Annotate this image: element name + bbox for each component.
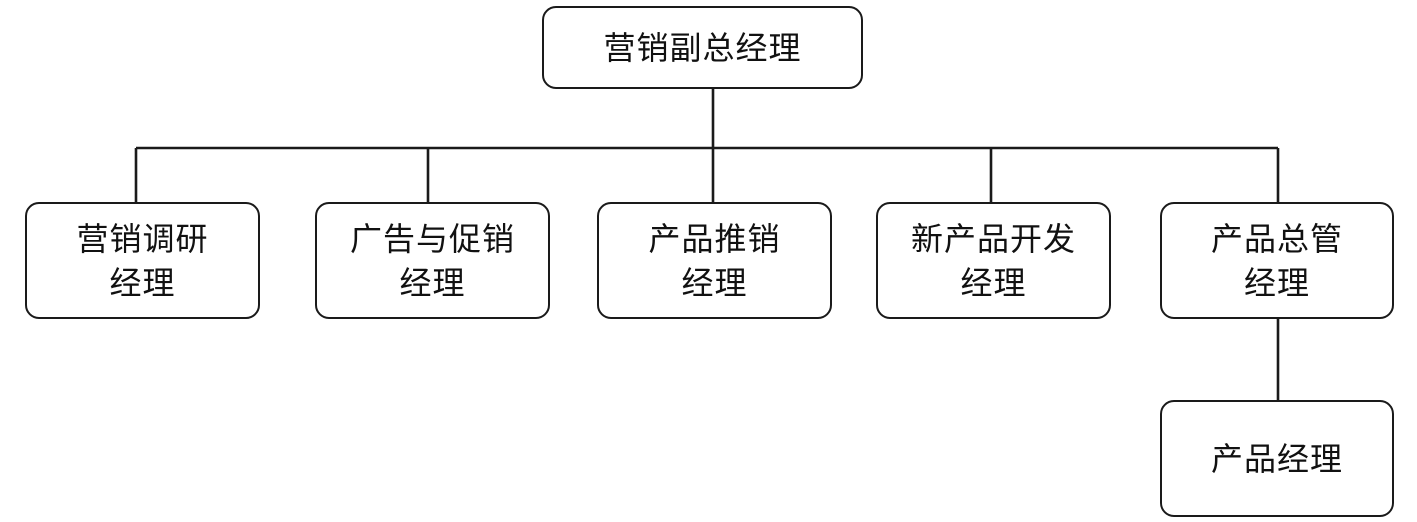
node-label-line1: 新产品开发 <box>910 219 1076 258</box>
node-label-line2: 经理 <box>1243 263 1310 302</box>
node-product-head-manager: 产品总管 经理 <box>1160 202 1394 319</box>
node-marketing-vp: 营销副总经理 <box>542 6 863 89</box>
node-advertising-promotion-manager: 广告与促销 经理 <box>315 202 550 319</box>
node-label-line1: 营销调研 <box>76 219 209 258</box>
node-new-product-development-manager: 新产品开发 经理 <box>876 202 1111 319</box>
node-label-line1: 产品总管 <box>1210 219 1343 258</box>
node-label-line2: 经理 <box>681 263 748 302</box>
node-label: 产品经理 <box>1210 439 1343 478</box>
node-label-line2: 经理 <box>960 263 1027 302</box>
node-label-line1: 广告与促销 <box>349 219 515 258</box>
node-label: 营销副总经理 <box>603 28 802 67</box>
node-label-line1: 产品推销 <box>648 219 781 258</box>
node-label-line2: 经理 <box>399 263 466 302</box>
node-product-manager: 产品经理 <box>1160 400 1394 517</box>
node-marketing-research-manager: 营销调研 经理 <box>25 202 260 319</box>
node-product-sales-manager: 产品推销 经理 <box>597 202 832 319</box>
node-label-line2: 经理 <box>109 263 176 302</box>
